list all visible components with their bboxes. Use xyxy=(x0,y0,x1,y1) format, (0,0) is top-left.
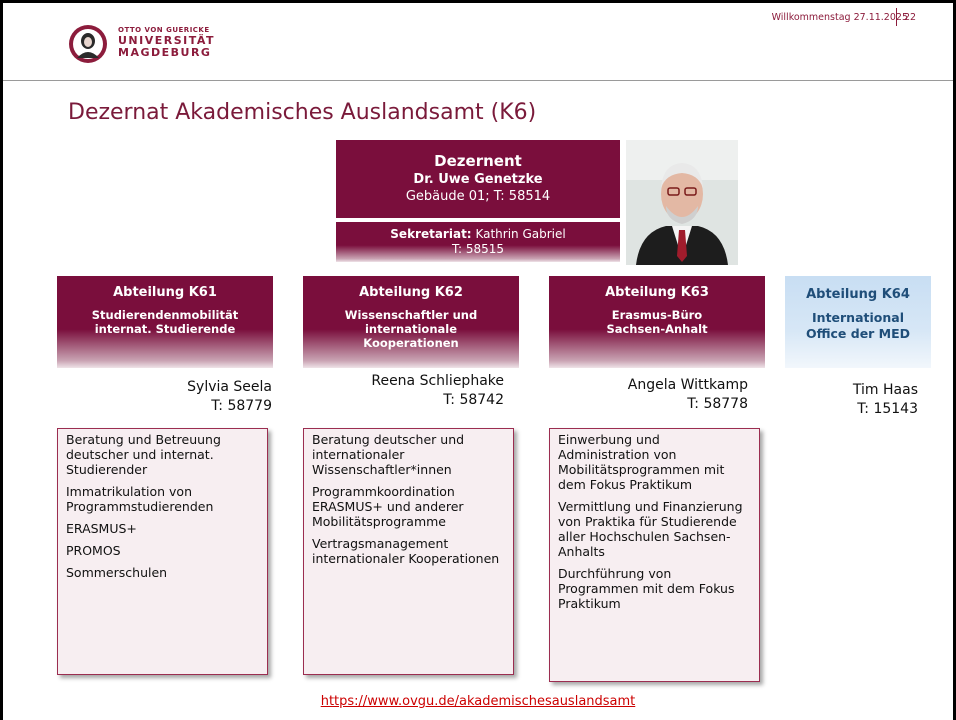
contact-phone: T: 58779 xyxy=(211,398,272,414)
website-link[interactable]: https://www.ovgu.de/akademischesauslands… xyxy=(320,694,636,709)
slide-frame-right xyxy=(953,0,956,720)
task-item: Programmkoordination ERASMUS+ und andere… xyxy=(312,484,464,529)
contact-name: Reena Schliephake xyxy=(371,373,504,389)
task-item: Vertragsmanagement internationaler Koope… xyxy=(312,536,500,566)
department-k61-tasks: Beratung und Betreuung deutscher und int… xyxy=(57,428,268,675)
dezernent-box: Dezernent Dr. Uwe Genetzke Gebäude 01; T… xyxy=(336,140,620,218)
contact-phone: T: 58778 xyxy=(687,396,748,412)
task-item: Sommerschulen xyxy=(66,565,168,580)
contact-phone: T: 15143 xyxy=(857,401,918,417)
contact-phone: T: 58742 xyxy=(443,392,504,408)
secretariat-box: Sekretariat: Kathrin Gabriel T: 58515 xyxy=(336,222,620,262)
task-item: Vermittlung und Finanzierung von Praktik… xyxy=(558,499,743,559)
department-k64-contact: Tim Haas T: 15143 xyxy=(786,381,918,419)
dezernent-contact: Gebäude 01; T: 58514 xyxy=(405,189,551,204)
contact-name: Angela Wittkamp xyxy=(627,377,748,393)
department-k64-header: Abteilung K64 International Office der M… xyxy=(785,276,931,368)
logo-line-2: UNIVERSITÄT MAGDEBURG xyxy=(118,34,216,59)
department-k63-title: Abteilung K63 xyxy=(605,285,709,300)
page-number: 22 xyxy=(904,12,917,23)
department-k64-title: Abteilung K64 xyxy=(806,287,910,302)
task-item: Beratung und Betreuung deutscher und int… xyxy=(66,432,221,477)
department-k61-header: Abteilung K61 Studierendenmobilität inte… xyxy=(57,276,273,368)
task-item: Einwerbung und Administration von Mobili… xyxy=(558,432,725,492)
department-k62-contact: Reena Schliephake T: 58742 xyxy=(300,372,504,410)
secretariat-phone: T: 58515 xyxy=(451,242,505,256)
task-item: PROMOS xyxy=(66,543,121,558)
page-number-separator xyxy=(896,8,897,26)
department-k62-tasks: Beratung deutscher und internationaler W… xyxy=(303,428,514,675)
task-item: Durchführung von Programmen mit dem Foku… xyxy=(558,566,735,611)
page-title: Dezernat Akademisches Auslandsamt (K6) xyxy=(68,100,537,125)
department-k62-header: Abteilung K62 Wissenschaftler und intern… xyxy=(303,276,519,368)
dezernent-photo xyxy=(626,140,738,265)
department-k61-title: Abteilung K61 xyxy=(113,285,217,300)
department-k63-tasks: Einwerbung und Administration von Mobili… xyxy=(549,428,760,682)
university-logo: OTTO VON GUERICKE UNIVERSITÄT MAGDEBURG xyxy=(68,24,248,64)
slide-frame-left xyxy=(0,0,3,720)
department-k64-subtitle: International Office der MED xyxy=(805,310,911,341)
event-date: Willkommenstag 27.11.2025 xyxy=(771,12,908,23)
dezernent-role: Dezernent xyxy=(434,152,522,170)
dezernent-name: Dr. Uwe Genetzke xyxy=(413,172,543,187)
contact-name: Sylvia Seela xyxy=(187,379,272,395)
task-item: ERASMUS+ xyxy=(66,521,137,536)
department-k63-contact: Angela Wittkamp T: 58778 xyxy=(540,376,748,414)
department-k61-contact: Sylvia Seela T: 58779 xyxy=(60,378,272,416)
secretariat-name: Kathrin Gabriel xyxy=(475,227,566,241)
logo-line-1: OTTO VON GUERICKE xyxy=(118,26,210,34)
header-divider xyxy=(3,80,953,81)
university-seal-icon xyxy=(69,25,107,63)
secretariat-label: Sekretariat: xyxy=(390,227,472,241)
department-k62-subtitle: Wissenschaftler und internationale Koope… xyxy=(344,308,478,350)
task-item: Immatrikulation von Programmstudierenden xyxy=(66,484,214,514)
task-item: Beratung deutscher und internationaler W… xyxy=(312,432,465,477)
slide-frame-top xyxy=(0,0,956,3)
department-k63-subtitle: Erasmus-Büro Sachsen-Anhalt xyxy=(606,308,708,336)
department-k63-header: Abteilung K63 Erasmus-Büro Sachsen-Anhal… xyxy=(549,276,765,368)
contact-name: Tim Haas xyxy=(852,382,918,398)
department-k61-subtitle: Studierendenmobilität internat. Studiere… xyxy=(91,308,239,336)
department-k62-title: Abteilung K62 xyxy=(359,285,463,300)
